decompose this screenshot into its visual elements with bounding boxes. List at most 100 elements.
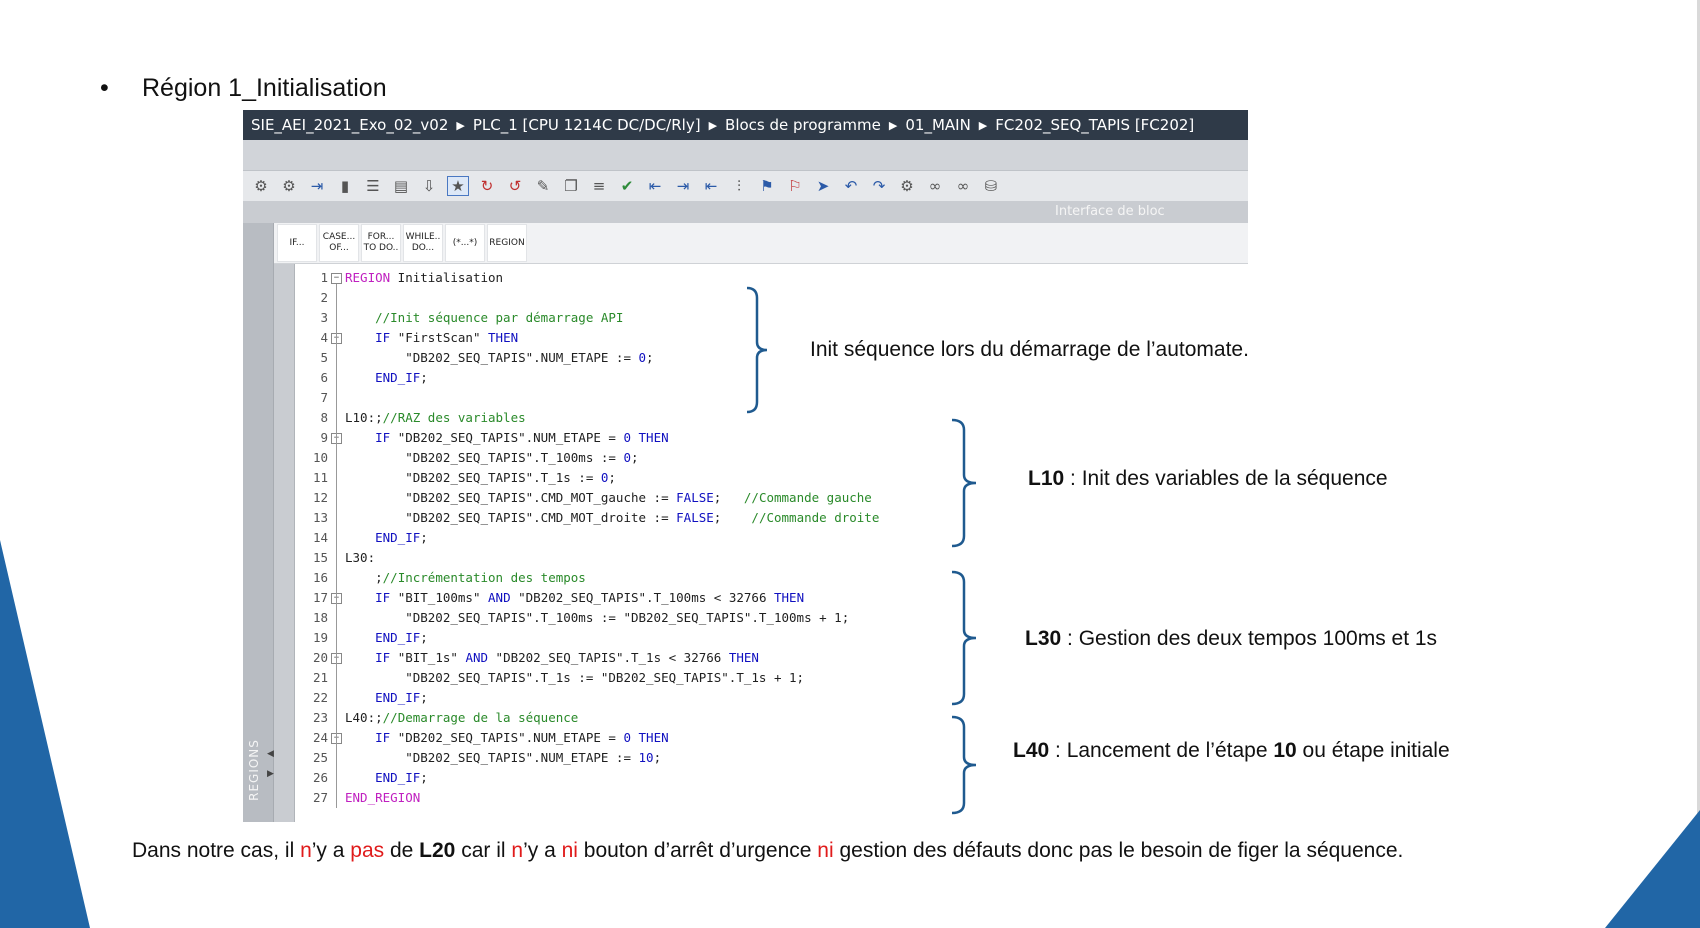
line-number: 22 xyxy=(312,690,328,705)
code-text: "DB202_SEQ_TAPIS".CMD_MOT_gauche := FALS… xyxy=(345,490,872,505)
monitor-icon[interactable]: ▮ xyxy=(340,177,350,195)
glasses-off-icon[interactable]: ∞ xyxy=(956,177,970,195)
panel-arrows-icon[interactable]: ◀▶ xyxy=(267,748,274,778)
snippet-label: IF... xyxy=(289,237,305,248)
note-l20: L20 xyxy=(419,839,456,862)
check-icon[interactable]: ✔ xyxy=(620,177,634,195)
breadcrumb-separator-icon: ▶ xyxy=(456,118,465,132)
code-text: "DB202_SEQ_TAPIS".NUM_ETAPE := 0; xyxy=(345,350,654,365)
scl-snippet-toolbar: IF... CASE...OF... FOR...TO DO.. WHILE..… xyxy=(274,223,1248,264)
code-text: END_IF; xyxy=(375,770,428,785)
code-text: IF "DB202_SEQ_TAPIS".NUM_ETAPE = 0 THEN xyxy=(375,430,669,445)
settings-icon[interactable]: ⚙ xyxy=(900,177,914,195)
comment-snippet-button[interactable]: (*...*) xyxy=(445,224,485,262)
note-highlight: ni xyxy=(561,839,578,862)
code-text: END_REGION xyxy=(345,790,421,805)
breadcrumb-item-block[interactable]: FC202_SEQ_TAPIS [FC202] xyxy=(995,116,1195,134)
breadcrumb-item-project[interactable]: SIE_AEI_2021_Exo_02_v02 xyxy=(251,116,449,134)
breakpoint-icon[interactable]: ↻ xyxy=(480,177,494,195)
indent-left-icon[interactable]: ⇤ xyxy=(648,177,662,195)
corner-decoration-left xyxy=(0,540,90,928)
snippet-label: (*...*) xyxy=(452,237,478,248)
annotation-l10-text: : Init des variables de la séquence xyxy=(1064,467,1388,490)
for-snippet-button[interactable]: FOR...TO DO.. xyxy=(361,224,401,262)
region-fold-line xyxy=(336,284,337,808)
annotation-l30-label: L30 xyxy=(1025,627,1062,650)
bullet-symbol: • xyxy=(100,74,109,102)
annotation-l40-text2: ou étape initiale xyxy=(1296,739,1450,762)
empty-toolbar-strip xyxy=(243,140,1248,171)
glasses-icon[interactable]: ∞ xyxy=(928,177,942,195)
line-number: 10 xyxy=(312,450,328,465)
note-part: ’y a xyxy=(523,839,562,862)
annotation-l40: L40 : Lancement de l’étape 10 ou étape i… xyxy=(1013,739,1450,763)
align-icon[interactable]: ⫶ xyxy=(737,177,741,195)
annotation-l40-text1: : Lancement de l’étape xyxy=(1049,739,1274,762)
region-heading-text: Région 1_Initialisation xyxy=(142,74,387,102)
note-highlight: n xyxy=(300,839,312,862)
code-text: IF "BIT_100ms" AND "DB202_SEQ_TAPIS".T_1… xyxy=(375,590,805,605)
line-number: 26 xyxy=(312,770,328,785)
breadcrumb-separator-icon: ▶ xyxy=(888,118,898,132)
compile-icon[interactable]: ⚙ xyxy=(254,177,268,195)
line-number: 27 xyxy=(312,790,328,805)
lines-icon[interactable]: ≡ xyxy=(592,177,606,195)
annotation-l40-step: 10 xyxy=(1273,739,1297,762)
note-part: ’y a xyxy=(311,839,351,862)
regions-side-panel[interactable]: REGIONS ◀▶ xyxy=(243,223,274,822)
outdent-icon[interactable]: ⇤ xyxy=(704,177,718,195)
snippet-label: WHILE.. xyxy=(405,232,441,242)
navigate-forward-icon[interactable]: ↷ xyxy=(872,177,886,195)
annotation-l10: L10 : Init des variables de la séquence xyxy=(1028,467,1388,491)
favorite-icon[interactable]: ★ xyxy=(447,176,469,196)
compile-all-icon[interactable]: ⚙ xyxy=(282,177,296,195)
goto-icon[interactable]: ➤ xyxy=(816,177,830,195)
block-interface-bar[interactable]: Interface de bloc xyxy=(243,201,1248,223)
while-snippet-button[interactable]: WHILE..DO... xyxy=(403,224,443,262)
bookmark-remove-icon[interactable]: ⚐ xyxy=(788,177,802,195)
region-snippet-button[interactable]: REGION xyxy=(487,224,527,262)
annotation-l30-text: : Gestion des deux tempos 100ms et 1s xyxy=(1061,627,1438,650)
remove-breakpoint-icon[interactable]: ↺ xyxy=(508,177,522,195)
insert-network-icon[interactable]: ⇥ xyxy=(310,177,324,195)
breadcrumb-item-main[interactable]: 01_MAIN xyxy=(905,116,971,134)
code-text: "DB202_SEQ_TAPIS".T_100ms := "DB202_SEQ_… xyxy=(345,610,850,625)
snippet-label: DO... xyxy=(411,243,435,253)
navigate-back-icon[interactable]: ↶ xyxy=(844,177,858,195)
bottom-note: Dans notre cas, il n’y a pas de L20 car … xyxy=(132,839,1403,863)
code-text: IF "DB202_SEQ_TAPIS".NUM_ETAPE = 0 THEN xyxy=(375,730,669,745)
snippet-label: CASE... xyxy=(322,232,356,242)
bookmark-icon[interactable]: ⚑ xyxy=(760,177,774,195)
code-text: L30: xyxy=(345,550,376,565)
database-icon[interactable]: ⛁ xyxy=(984,177,998,195)
edit-icon[interactable]: ✎ xyxy=(536,177,550,195)
brace-l40 xyxy=(951,715,977,815)
snippet-label: OF... xyxy=(329,243,349,253)
case-snippet-button[interactable]: CASE...OF... xyxy=(319,224,359,262)
block-interface-label: Interface de bloc xyxy=(1055,204,1165,219)
line-number: 9 xyxy=(320,430,328,445)
code-text: "DB202_SEQ_TAPIS".NUM_ETAPE := 10; xyxy=(345,750,662,765)
document-icon[interactable]: ▤ xyxy=(393,177,409,195)
code-text: "DB202_SEQ_TAPIS".T_100ms := 0; xyxy=(345,450,639,465)
code-text: L10:;//RAZ des variables xyxy=(345,410,526,425)
code-text: IF "BIT_1s" AND "DB202_SEQ_TAPIS".T_1s <… xyxy=(375,650,759,665)
breadcrumb-item-plc[interactable]: PLC_1 [CPU 1214C DC/DC/Rly] xyxy=(472,116,701,134)
line-number: 13 xyxy=(312,510,328,525)
note-part: car il xyxy=(455,839,512,862)
download-icon[interactable]: ⇩ xyxy=(422,177,436,195)
list-icon[interactable]: ☰ xyxy=(366,177,380,195)
line-number: 15 xyxy=(312,550,328,565)
code-text: "DB202_SEQ_TAPIS".T_1s := "DB202_SEQ_TAP… xyxy=(345,670,805,685)
breadcrumb-item-blocks[interactable]: Blocs de programme xyxy=(725,116,881,134)
code-text: END_IF; xyxy=(375,530,428,545)
if-snippet-button[interactable]: IF... xyxy=(277,224,317,262)
breadcrumb-separator-icon: ▶ xyxy=(708,118,718,132)
code-text: L40:;//Demarrage de la séquence xyxy=(345,710,579,725)
line-number: 6 xyxy=(320,370,328,385)
fold-toggle-icon[interactable]: − xyxy=(331,273,342,284)
copy-icon[interactable]: ❐ xyxy=(564,177,578,195)
note-highlight: pas xyxy=(350,839,385,862)
indent-right-icon[interactable]: ⇥ xyxy=(676,177,690,195)
